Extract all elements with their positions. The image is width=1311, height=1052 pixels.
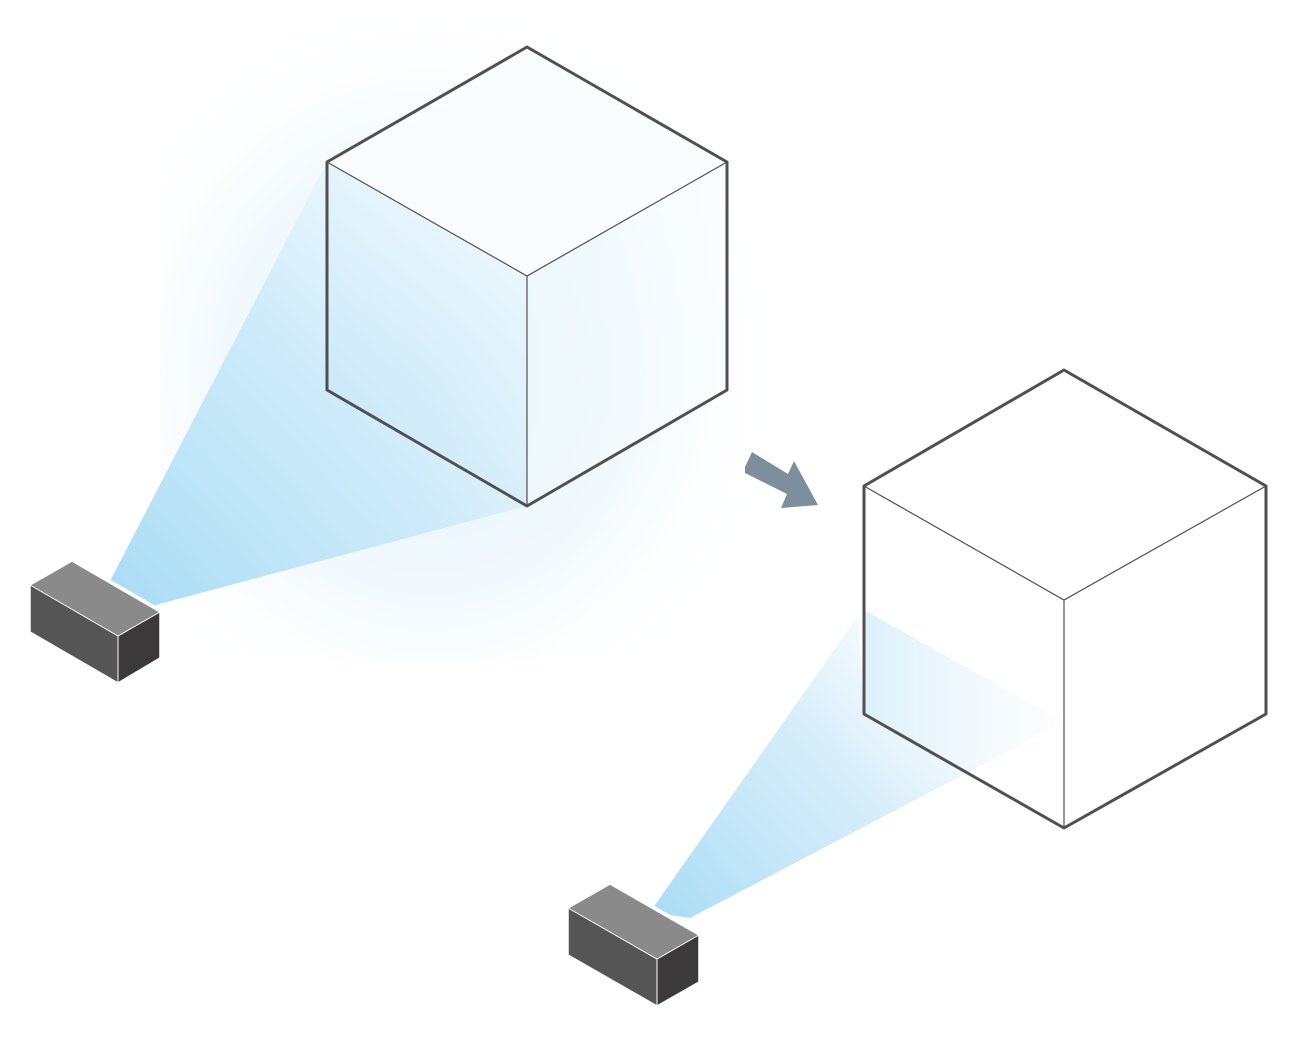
scene-before <box>27 20 760 686</box>
projection-beam-1 <box>108 162 527 606</box>
cube-1-outline <box>325 45 729 508</box>
projector-1-side <box>118 612 160 683</box>
projector-2-front <box>568 908 657 1006</box>
projector-1-edge <box>29 560 161 684</box>
cube-2-edges <box>862 368 1268 830</box>
projector-1 <box>27 558 163 686</box>
cube-2-outline <box>862 368 1268 830</box>
projector-2-edge <box>567 883 700 1007</box>
transition-arrow-icon <box>745 452 818 508</box>
projector-2-side <box>657 935 699 1006</box>
projection-beam-2 <box>650 616 1064 918</box>
projector-1-top <box>30 561 160 636</box>
cube-1 <box>325 45 729 508</box>
projector-2-top <box>568 884 699 959</box>
projector-2 <box>565 881 702 1009</box>
scene-after <box>565 368 1268 1009</box>
projector-1-front <box>30 585 118 683</box>
cube-2-lit-region <box>864 610 1064 768</box>
